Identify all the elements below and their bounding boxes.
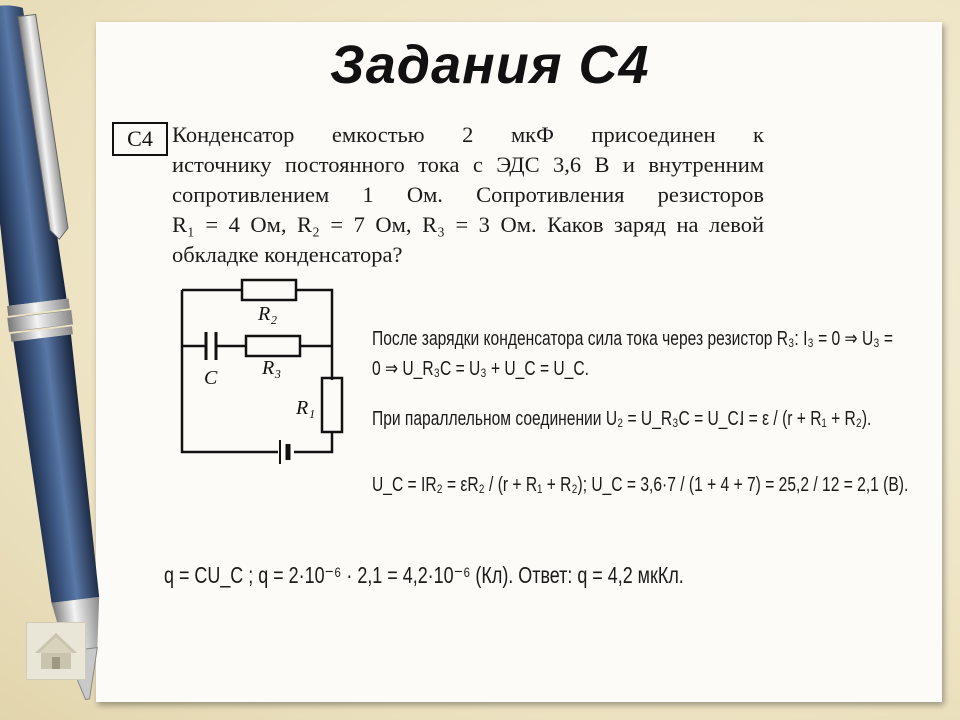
label-r1: R₁ (295, 397, 315, 419)
label-r2: R₂ (257, 303, 277, 325)
problem-line-2: источнику постоянного тока с ЭДС 3,6 В и… (172, 152, 764, 177)
solution-answer: q = CU_C ; q = 2·10⁻⁶ · 2,1 = 4,2·10⁻⁶ (… (164, 562, 684, 588)
home-button[interactable] (26, 622, 86, 680)
solution-line-3: При параллельном соединении U₂ = U_R₃C =… (372, 408, 744, 430)
page-title: Задания С4 (330, 35, 650, 95)
solution-line-2: 0 ⇒ U_R₃C = U₃ + U_C = U_C. (372, 358, 589, 380)
problem-line-3: сопротивлением 1 Ом. Сопротивления резис… (172, 182, 764, 207)
resistor-r1 (320, 376, 344, 434)
label-r3: R₃ (261, 357, 281, 379)
circuit-diagram: R₂ R₃ R₁ C (180, 278, 344, 464)
resistor-r3 (244, 334, 302, 358)
task-number-badge: С4 (112, 122, 168, 156)
problem-line-4: R₁ = 4 Ом, R₂ = 7 Ом, R₃ = 3 Ом. Каков з… (172, 212, 764, 237)
resistor-r2 (240, 278, 298, 302)
solution-line-1: После зарядки конденсатора сила тока чер… (372, 328, 894, 350)
solution-line-4: U_C = IR₂ = εR₂ / (r + R₁ + R₂); U_C = 3… (372, 474, 909, 496)
home-icon (35, 633, 77, 669)
solution-current-formula: I = ε / (r + R₁ + R₂). (740, 408, 872, 430)
paper-sheet (96, 22, 942, 702)
problem-line-1: Конденсатор емкостью 2 мкФ присоединен к (172, 122, 764, 147)
label-c: C (204, 367, 218, 389)
problem-line-5: обкладке конденсатора? (172, 242, 403, 267)
